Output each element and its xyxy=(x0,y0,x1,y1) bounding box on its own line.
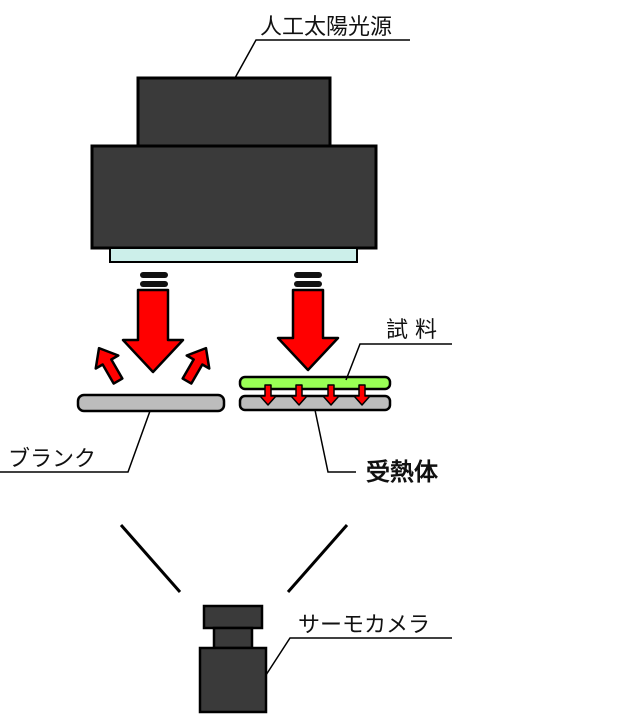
transmitted-arrow-4 xyxy=(353,384,371,406)
camera-lens-cap xyxy=(202,604,264,630)
heat-receiver-label: 受熱体 xyxy=(366,458,439,486)
right-lens-ring-2 xyxy=(294,281,322,287)
left-beam xyxy=(94,272,211,385)
sample-stack xyxy=(238,375,392,412)
light-source-leader-line xyxy=(234,39,410,79)
camera-view-lines xyxy=(119,524,349,593)
thermo-camera xyxy=(198,604,268,714)
left-lens-ring-2 xyxy=(140,281,168,287)
light-source xyxy=(90,76,378,263)
camera-body xyxy=(198,646,268,714)
right-lens-ring-1 xyxy=(294,272,322,278)
right-beam xyxy=(276,272,340,372)
sample-label: 試 料 xyxy=(386,318,437,343)
light-source-main-housing xyxy=(90,144,378,250)
camera-leader-line xyxy=(265,637,452,676)
sample-layer xyxy=(238,375,392,391)
heat-receiver-leader-line xyxy=(314,409,356,473)
right-reflection-arrow xyxy=(181,346,211,385)
left-lens-ring-1 xyxy=(140,272,168,278)
filter-glass xyxy=(109,247,358,263)
light-source-top-housing xyxy=(136,76,332,150)
sample-leader-line xyxy=(345,343,452,381)
blank-label: ブランク xyxy=(8,447,96,472)
heat-receiver-label-group: 受熱体 xyxy=(314,409,439,486)
light-source-label: 人工太陽光源 xyxy=(260,15,392,40)
transmitted-arrow-1 xyxy=(259,384,277,406)
blank-plate xyxy=(76,393,226,413)
camera-lens-neck xyxy=(212,626,254,650)
left-down-arrow xyxy=(121,288,185,374)
left-reflection-arrow xyxy=(94,346,124,385)
camera-view-line-left xyxy=(119,524,182,593)
sample-label-group: 試 料 xyxy=(345,318,452,381)
camera-view-line-right xyxy=(286,524,349,593)
blank-leader-line xyxy=(0,410,151,473)
light-source-label-group: 人工太陽光源 xyxy=(234,15,410,79)
right-down-arrow xyxy=(276,288,340,372)
transmitted-arrows xyxy=(259,384,371,406)
camera-label-group: サーモカメラ xyxy=(265,613,452,676)
transmitted-arrow-2 xyxy=(290,384,308,406)
transmitted-arrow-3 xyxy=(322,384,340,406)
camera-label: サーモカメラ xyxy=(298,613,430,638)
blank-plate-group: ブランク xyxy=(0,393,226,473)
